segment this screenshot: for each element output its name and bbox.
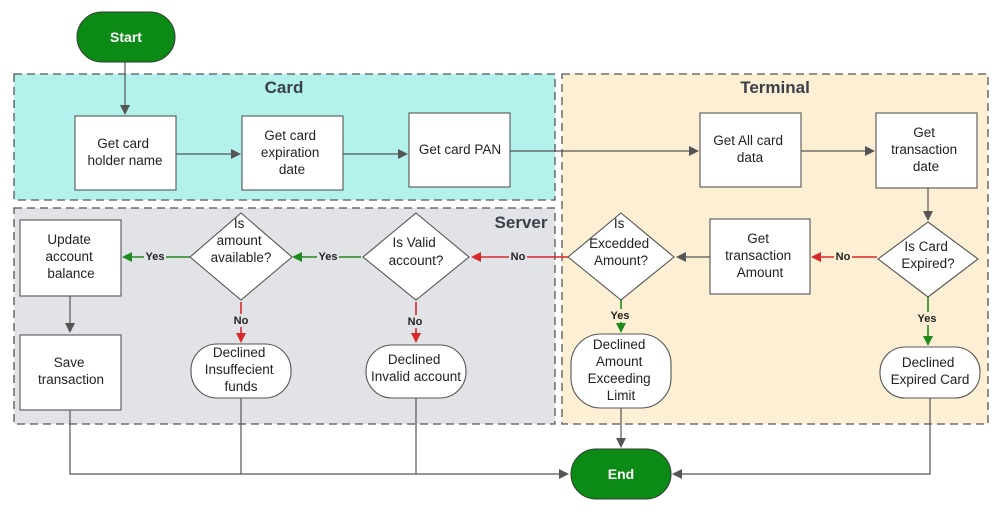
label-is-amount-available: Is amount available?	[211, 216, 272, 265]
process-get-transaction-amount	[709, 218, 811, 295]
edge-expired-card-to-end	[672, 398, 931, 479]
label-is-valid-account: Is Valid account?	[389, 235, 444, 268]
edge-save-to-end	[69, 410, 569, 479]
label-declined-amount-exceeding-limit: Declined Amount Exceeding Limit	[588, 337, 655, 403]
label-get-transaction-amount: Get transaction Amount	[725, 231, 795, 280]
label-get-card-holder-name: Get card holder name	[87, 136, 162, 168]
label-declined-insufficient-funds: Declined Insuffecient funds	[205, 345, 278, 394]
label-get-card-pan: Get card PAN	[419, 142, 501, 157]
process-update-account-balance	[19, 219, 122, 297]
edge-label-valid-no: No	[408, 316, 423, 328]
end-terminator	[570, 448, 672, 500]
decision-is-valid-account	[362, 212, 470, 301]
edge-label-expired-no: No	[836, 251, 851, 263]
edge-label-available-no: No	[234, 315, 249, 327]
label-declined-invalid-account: Declined Invalid account	[371, 352, 461, 384]
terminal-pool-title: Terminal	[740, 78, 810, 97]
label-get-card-expiration-date: Get card expiration date	[261, 128, 323, 177]
label-is-exceeded-amount: Is Excedded Amount?	[589, 216, 653, 268]
process-get-card-pan	[408, 112, 511, 188]
process-get-card-holder-name	[74, 115, 177, 191]
process-save-transaction	[19, 334, 122, 411]
edge-label-exceeded-no: No	[511, 251, 526, 263]
start-label: Start	[110, 29, 142, 45]
process-get-card-expiration-date	[241, 115, 344, 191]
label-update-account-balance: Update account balance	[45, 232, 96, 281]
outcome-declined-amount-exceeding-limit	[570, 333, 672, 409]
start-terminator	[76, 11, 176, 63]
label-get-transaction-date: Get transaction date	[891, 125, 961, 174]
process-get-transaction-date	[875, 112, 978, 189]
edge-label-exceeded-yes: Yes	[611, 310, 630, 322]
label-declined-expired-card: Declined Expired Card	[891, 355, 970, 387]
decision-is-amount-available	[189, 212, 293, 301]
outcome-declined-insufficient-funds	[190, 343, 292, 399]
label-get-all-card-data: Get All card data	[713, 133, 787, 165]
server-pool-title: Server	[495, 213, 548, 232]
edge-label-valid-yes: Yes	[319, 251, 338, 263]
decision-is-card-expired	[877, 221, 979, 298]
edge-label-available-yes: Yes	[146, 251, 165, 263]
end-label: End	[608, 466, 634, 482]
process-get-all-card-data	[699, 112, 802, 188]
decision-is-exceeded-amount	[567, 212, 675, 301]
label-save-transaction: Save transaction	[38, 355, 104, 387]
card-pool-title: Card	[265, 78, 304, 97]
label-is-card-expired: Is Card Expired?	[901, 239, 954, 271]
outcome-declined-expired-card	[879, 346, 981, 399]
outcome-declined-invalid-account	[365, 344, 467, 399]
edge-label-expired-yes: Yes	[918, 313, 937, 325]
